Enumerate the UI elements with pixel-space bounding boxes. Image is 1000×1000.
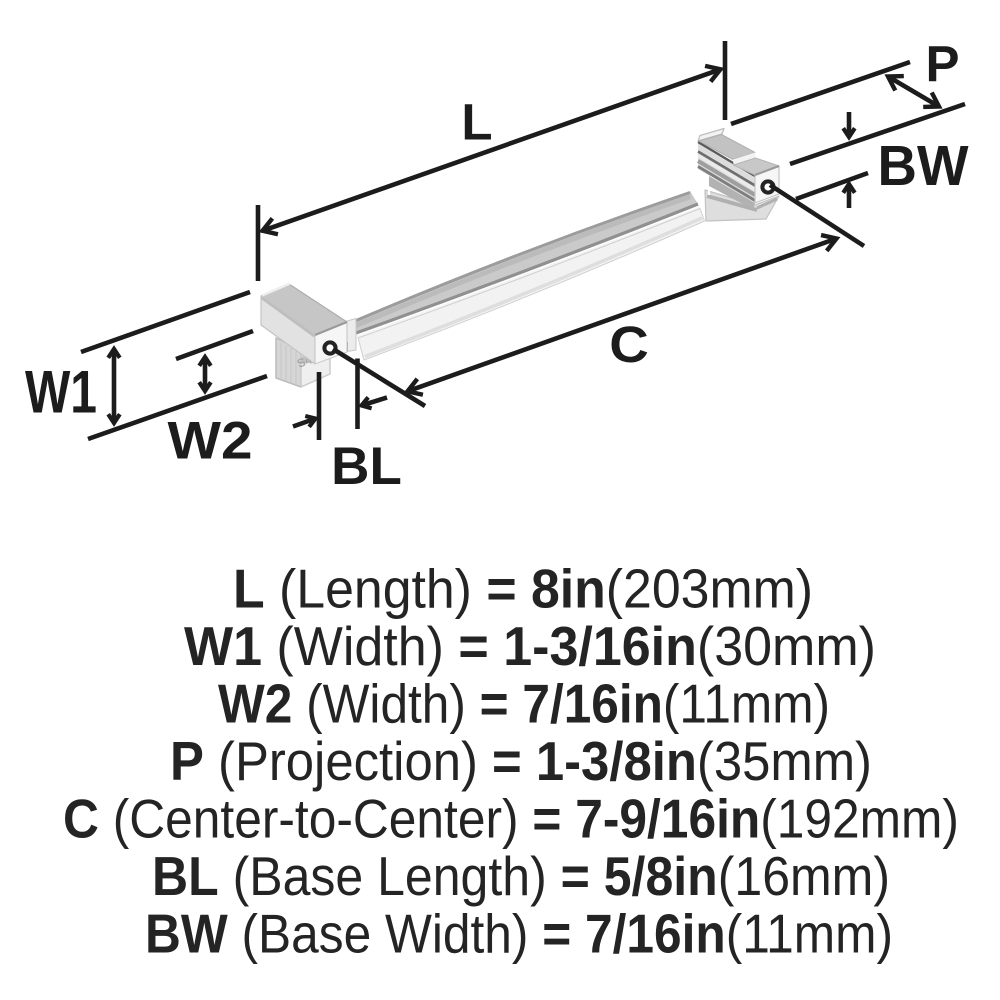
svg-text:BW: BW [878, 134, 969, 198]
svg-text:P (Projection) = 1-3/8in(35mm): P (Projection) = 1-3/8in(35mm) [170, 730, 872, 792]
svg-text:BL (Base Length) = 5/8in(16mm): BL (Base Length) = 5/8in(16mm) [152, 845, 890, 907]
svg-text:C: C [609, 316, 649, 373]
svg-text:W2 (Width) = 7/16in(11mm): W2 (Width) = 7/16in(11mm) [218, 673, 830, 735]
svg-text:L: L [461, 94, 492, 151]
svg-text:P: P [925, 36, 959, 93]
svg-text:L (Length) = 8in(203mm): L (Length) = 8in(203mm) [233, 558, 813, 620]
svg-text:C (Center-to-Center) = 7-9/16i: C (Center-to-Center) = 7-9/16in(192mm) [63, 788, 959, 850]
svg-text:W2: W2 [168, 412, 253, 471]
svg-text:BW (Base Width) = 7/16in(11mm): BW (Base Width) = 7/16in(11mm) [145, 903, 893, 965]
svg-text:BL: BL [331, 437, 402, 496]
svg-text:W1 (Width) = 1-3/16in(30mm): W1 (Width) = 1-3/16in(30mm) [184, 615, 876, 677]
svg-text:W1: W1 [25, 359, 97, 426]
